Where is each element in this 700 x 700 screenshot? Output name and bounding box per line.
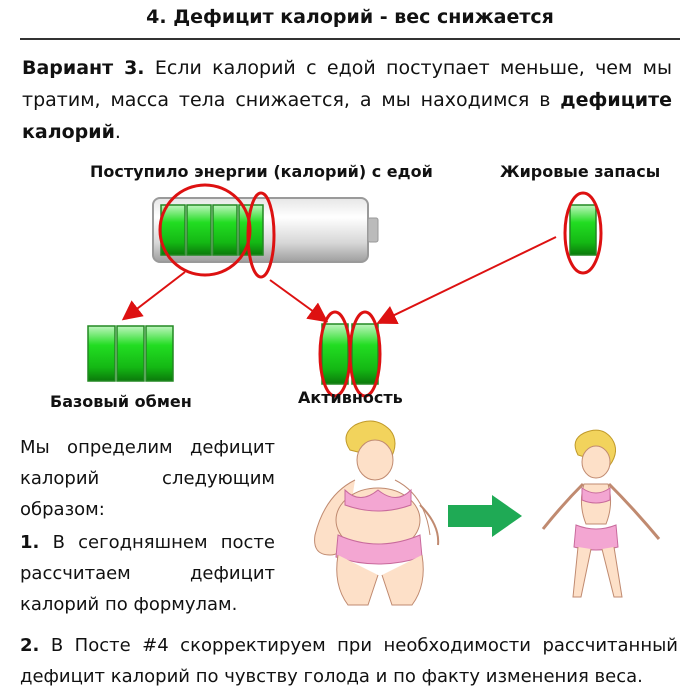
slim-woman-figure [541,429,661,598]
page-title: 4. Дефицит калорий - вес снижается [146,6,554,28]
battery-cell [186,204,212,256]
arrow-to-activity [269,279,329,323]
arrow-to-basal [121,271,186,321]
basal-metabolism-label: Базовый обмен [50,392,192,411]
food-energy-label: Поступило энергии (калорий) с едой [90,162,433,181]
deficit-emphasis: дефиците калорий [22,89,672,143]
step1-line-2: рассчитаем дефицит [20,563,275,584]
step2-line-1: 2. В Посте #4 скорректируем при необходи… [20,635,678,656]
activity-cell [351,323,379,385]
step2-number: 2. [20,635,40,656]
text-line-1: Мы определим дефицит [20,437,275,458]
text-line-3: образом: [20,499,105,520]
activity-cell [321,323,349,385]
fat-cell [569,204,597,256]
activity-cells [321,323,379,385]
intro-text: Если калорий с едой поступает меньше, че… [22,57,672,111]
activity-highlight-oval [246,191,276,279]
basal-highlight-circle [158,183,252,277]
basal-cell [116,325,145,382]
basal-cells [87,325,174,382]
energy-diagram [87,183,603,398]
step1-number: 1. [20,532,40,553]
activity-label: Активность [298,388,403,407]
variant-label: Вариант 3. [22,57,145,79]
basal-cell [145,325,174,382]
fat-reserves-label: Жировые запасы [500,162,661,181]
intro-end: . [114,121,121,143]
battery-cell [212,204,238,256]
arrow-fat-to-activity [376,236,557,325]
basal-cell [87,325,116,382]
step1-line-3: калорий по формулам. [20,594,238,615]
green-arrow-icon [448,495,522,537]
heavy-woman-figure [314,420,440,606]
battery-icon [152,197,379,263]
intro-paragraph: Вариант 3. Если калорий с едой поступает… [22,52,672,148]
title-divider [20,38,680,40]
activity-oval-2 [348,310,382,398]
fat-highlight-oval [563,191,603,275]
step1-line-1: 1. В сегодняшнем посте [20,532,275,553]
step2-line-2: дефицит калорий по чувству голода и по ф… [20,666,643,687]
text-line-2: калорий следующим [20,468,275,489]
